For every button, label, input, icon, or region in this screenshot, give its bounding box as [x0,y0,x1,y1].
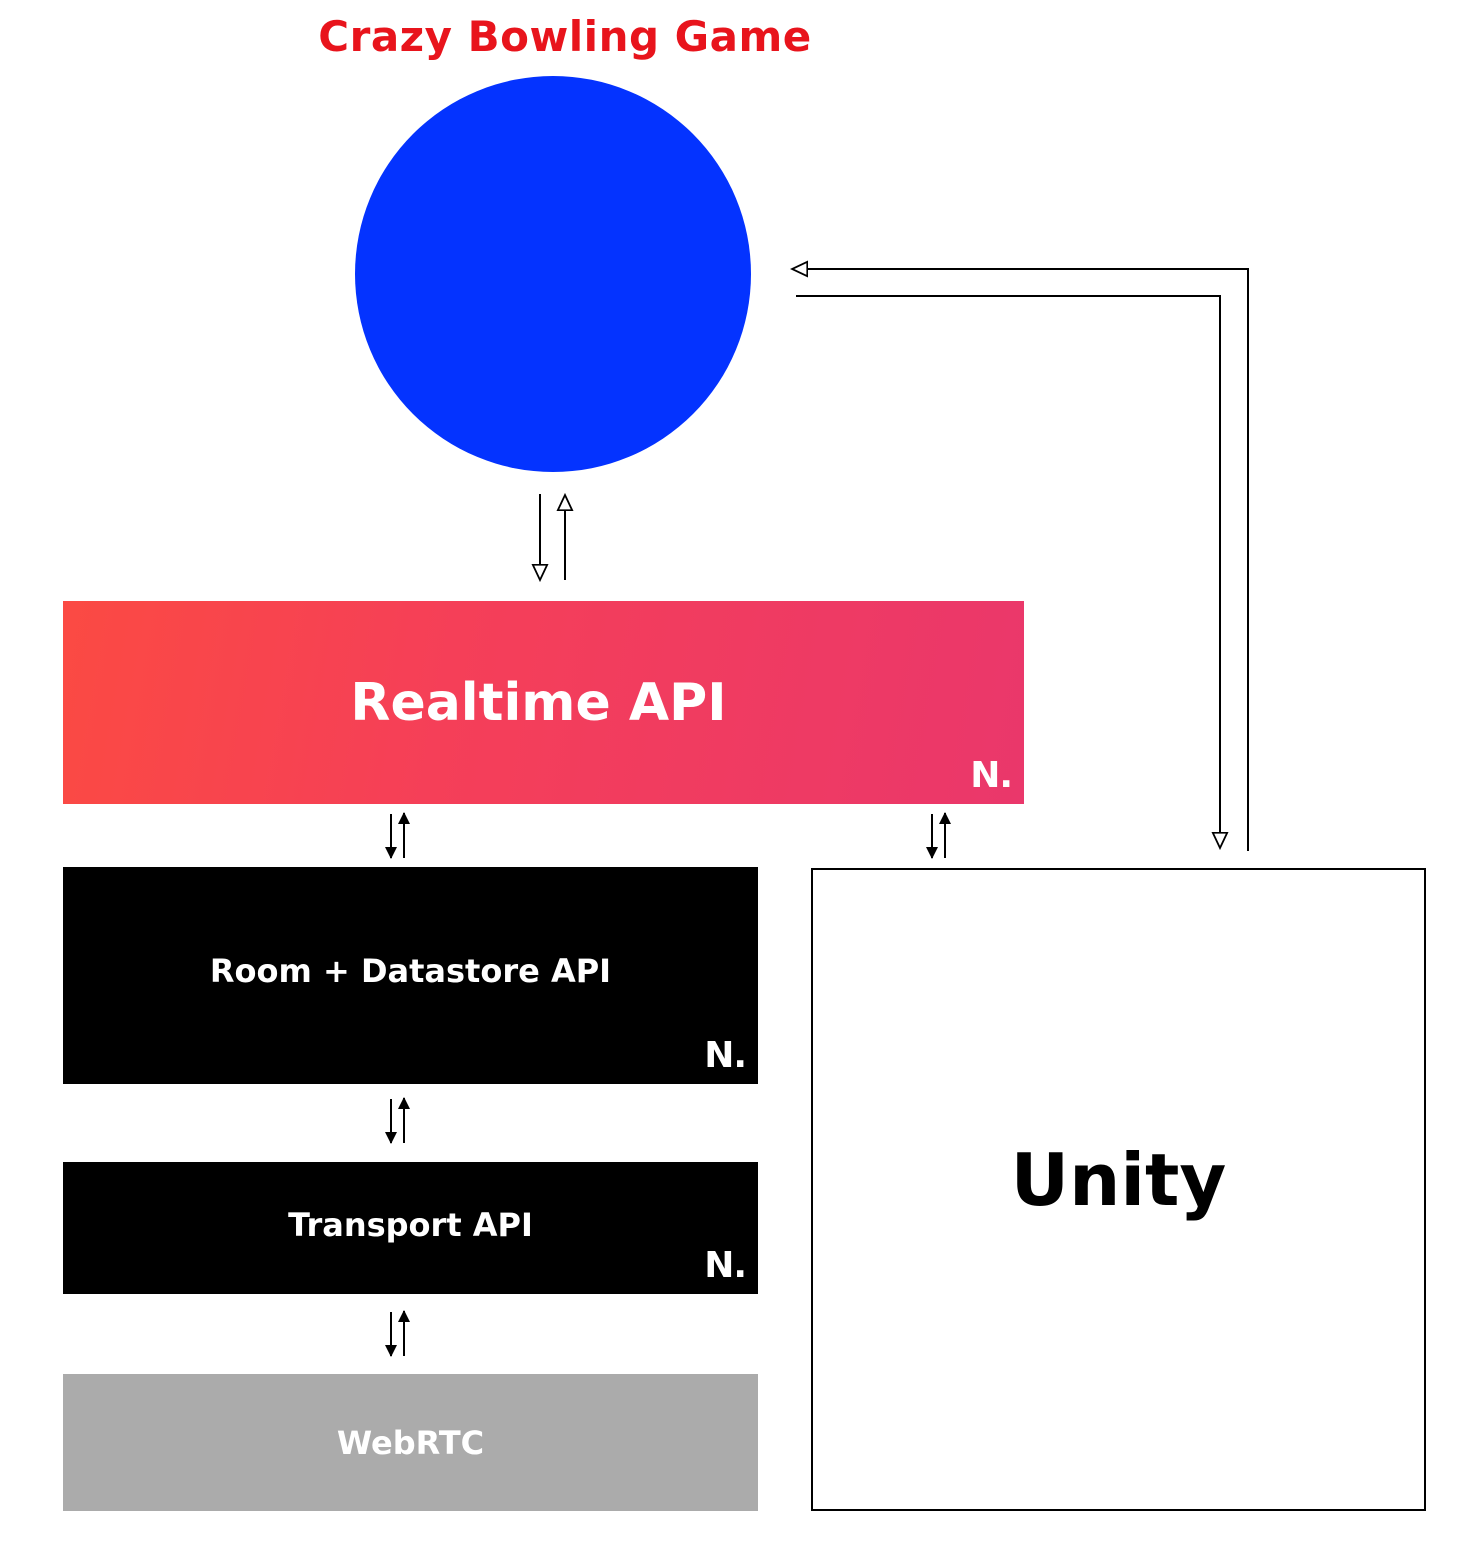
room-datastore-api-logo: N. [704,1035,747,1076]
transport-api-label: Transport API [288,1206,533,1244]
webrtc-label: WebRTC [336,1423,485,1462]
unity-box: Unity [811,868,1426,1511]
webrtc-box: WebRTC [63,1374,758,1511]
realtime-api-logo: N. [970,755,1013,796]
circle-realtime-connector [540,494,565,580]
unity-label: Unity [1010,1137,1227,1222]
realtime-api-box: Realtime API N. [63,601,1024,804]
realtime-api-label: Realtime API [350,672,727,733]
room-transport-connector [385,1097,410,1144]
room-datastore-api-box: Room + Datastore API N. [63,867,758,1084]
transport-webrtc-connector [385,1310,410,1357]
diagram-title: Crazy Bowling Game [318,12,812,61]
arrow-to-circle [792,269,1249,851]
circle-unity-connector [792,269,1249,851]
realtime-room-connector [385,812,410,859]
game-circle-node [355,76,751,472]
arrow-to-unity [796,295,1220,848]
room-datastore-api-label: Room + Datastore API [209,951,612,990]
transport-api-logo: N. [704,1245,747,1286]
transport-api-box: Transport API N. [63,1162,758,1294]
realtime-unity-connector [926,812,951,859]
